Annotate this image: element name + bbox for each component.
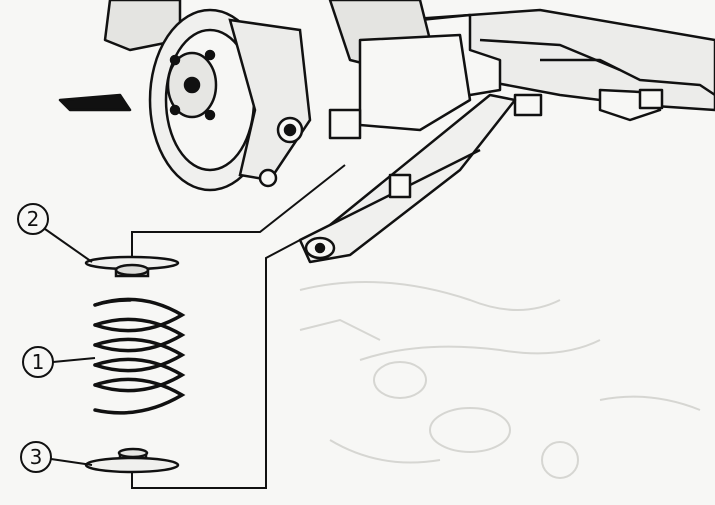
brake-rotor-hub: [148, 8, 312, 192]
callout-1-number: 1: [32, 350, 45, 374]
frame-rail-assembly: [58, 0, 715, 140]
upper-insulator: [84, 255, 180, 278]
callout-bracket-line: [131, 164, 346, 489]
lower-insulator: [84, 447, 180, 474]
lower-control-arm: [298, 93, 517, 264]
callout-2: 2: [17, 203, 93, 263]
callout-1: 1: [22, 346, 96, 378]
callout-3: 3: [20, 441, 93, 473]
ghost-background-parts: [299, 281, 701, 479]
coil-spring: [93, 297, 186, 415]
callout-2-number: 2: [27, 207, 40, 231]
callout-3-number: 3: [30, 445, 43, 469]
